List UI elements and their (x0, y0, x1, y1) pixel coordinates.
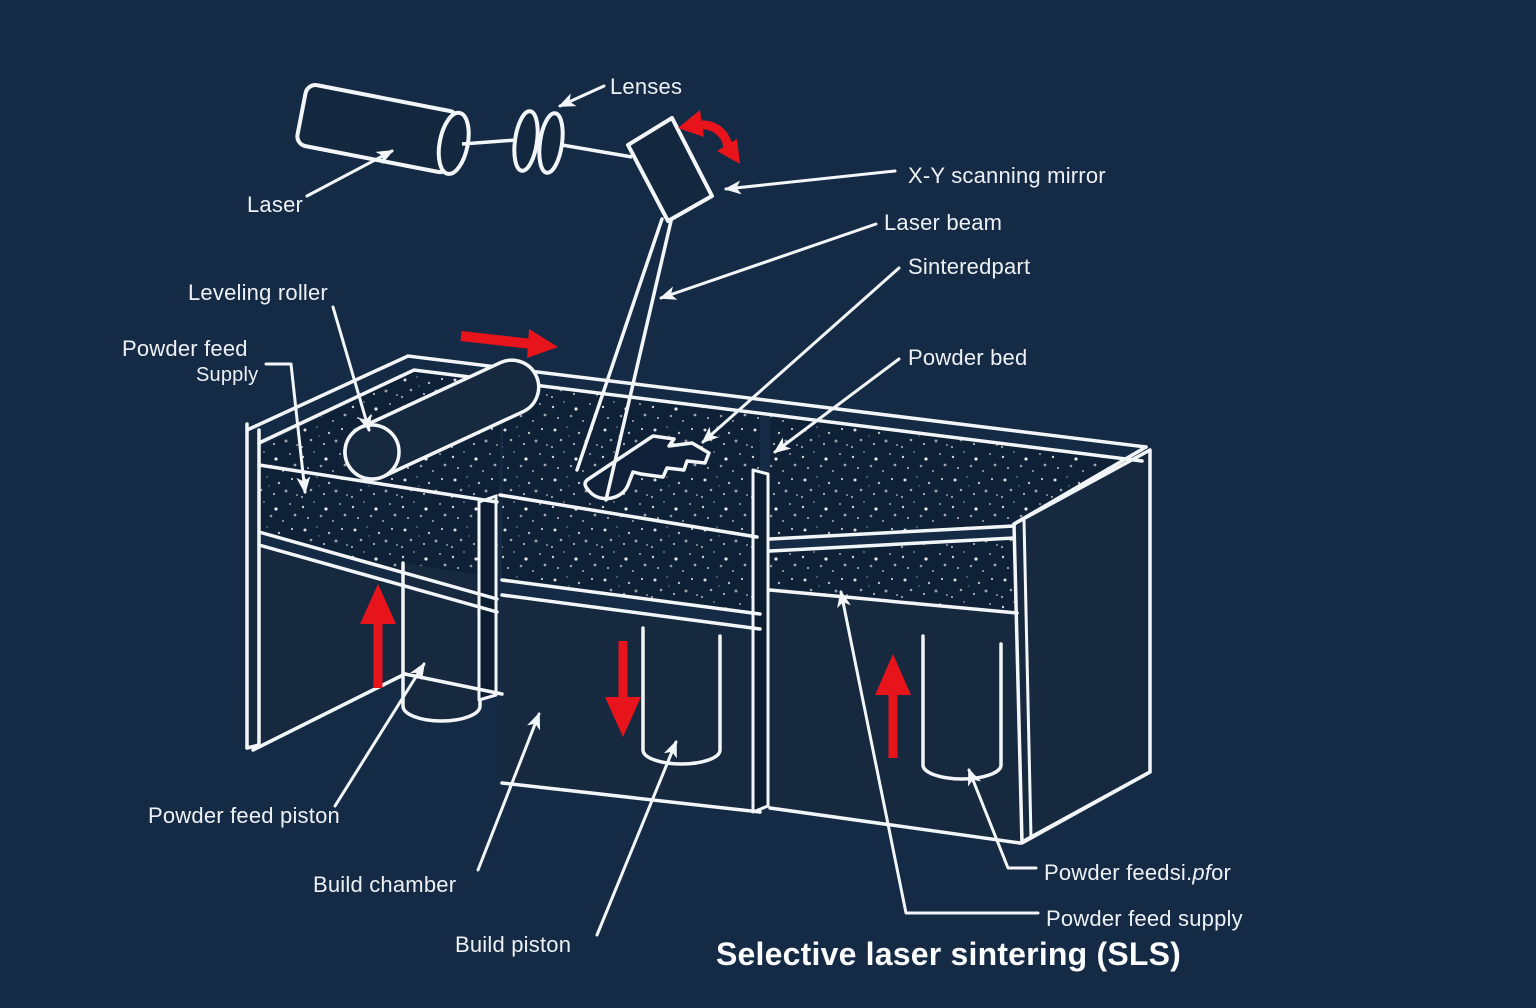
label-powder-feed-si-italic: pf (1192, 860, 1212, 885)
label-build-chamber: Build chamber (313, 872, 457, 897)
label-laser-beam: Laser beam (884, 210, 1003, 235)
label-lenses: Lenses (610, 74, 683, 99)
leader-powder-feed-piston (333, 662, 426, 808)
label-leveling-roller: Leveling roller (188, 280, 328, 305)
right-side-wall-edge (1022, 519, 1033, 839)
build-chamber-right-wall (751, 468, 770, 814)
mirror-rotation-arrow (678, 110, 740, 164)
leader-xy-mirror (724, 169, 897, 195)
leader-build-piston (595, 740, 678, 937)
leader-lenses (558, 84, 606, 108)
build-piston-cylinder (641, 626, 722, 766)
laser-beam-lines (575, 217, 673, 502)
leader-laser (305, 149, 394, 198)
page-title: Selective laser sintering (SLS) (716, 936, 1182, 972)
label-powder-feed-si: Powder feedsi.pfor (1044, 860, 1231, 885)
leader-powder-feed-si (967, 768, 1038, 870)
leader-powder-feed-supply-left (264, 362, 311, 494)
lenses-icon (512, 109, 565, 175)
laser-unit (295, 83, 471, 176)
leader-powder-feed-supply-right (837, 590, 1040, 915)
label-powder-feed-si-suffix: or (1211, 860, 1232, 885)
leader-laser-beam (659, 222, 878, 300)
powder-feed-up-arrow-right (875, 654, 911, 758)
label-xy-scanning-mirror: X-Y scanning mirror (908, 163, 1106, 188)
xy-scanning-mirror-shape (626, 116, 714, 223)
powder-feed-right-cylinder (921, 634, 1003, 781)
label-build-piston: Build piston (455, 932, 572, 957)
label-powder-feed-supply-word: Supply (196, 364, 259, 386)
label-laser: Laser (247, 192, 304, 217)
leveling-roller (343, 358, 541, 481)
roller-direction-arrow (460, 329, 558, 358)
label-powder-feed-supply: Powder feed supply (1046, 906, 1243, 931)
leader-leveling-roller (331, 305, 372, 432)
build-platform-down-arrow (605, 641, 641, 737)
label-powder-feed: Powder feed (122, 336, 248, 361)
label-powder-feed-si-prefix: Powder feedsi. (1044, 860, 1193, 885)
label-powder-bed: Powder bed (908, 345, 1028, 370)
beam-segment-2 (561, 143, 633, 159)
powder-feed-up-arrow-left (360, 584, 396, 688)
powder-feed-piston-cylinder (401, 561, 482, 723)
red-arrows (360, 110, 911, 758)
beam-segment-1 (461, 138, 517, 146)
leader-build-chamber (476, 712, 541, 872)
label-sintered-part: Sinteredpart (908, 254, 1031, 279)
powder-bed-surface (259, 371, 1138, 614)
laser-aperture (436, 110, 471, 176)
sintered-part-outline (583, 434, 711, 501)
leader-powder-bed (773, 357, 901, 454)
label-powder-feed-piston: Powder feed piston (148, 803, 340, 828)
leader-lines (264, 84, 1040, 937)
leader-sintered-part (701, 266, 901, 444)
